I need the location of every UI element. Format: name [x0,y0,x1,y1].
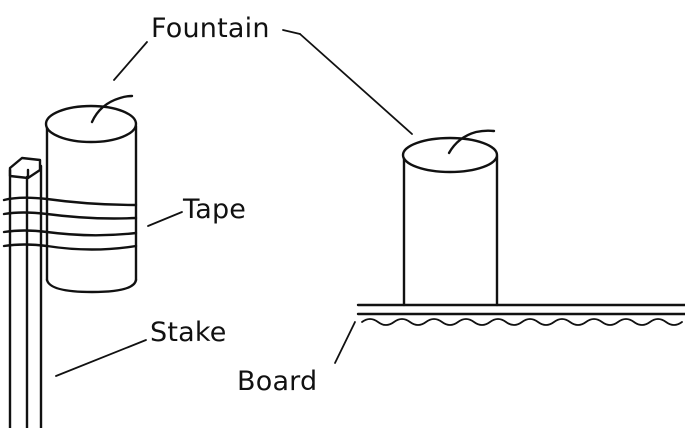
fountain-label: Fountain [151,13,270,44]
tape-label: Tape [183,194,247,225]
board-label: Board [237,366,318,397]
left-fountain [44,94,138,294]
right-fountain [401,129,499,307]
tape-wraps [2,196,138,251]
board [356,303,685,326]
stake-label: Stake [150,317,227,348]
leader-lines [55,29,413,377]
